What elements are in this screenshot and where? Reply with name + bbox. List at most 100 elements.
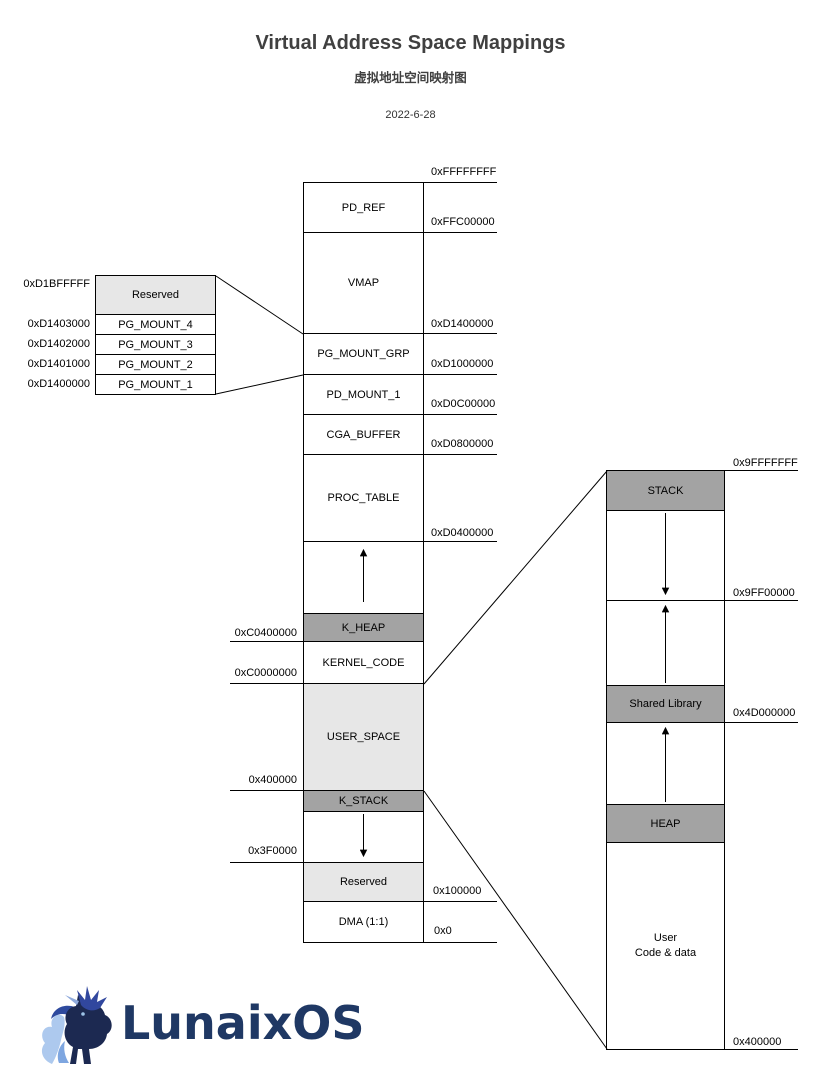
addr-0x400000-right: 0x400000: [733, 1036, 782, 1048]
tick-0xFFC00000: [424, 232, 497, 233]
addr-0xD0C00000: 0xD0C00000: [431, 398, 496, 410]
addr-0x400000-left: 0x400000: [248, 774, 297, 786]
pg-mount-detail-inset: Reserved PG_MOUNT_4 PG_MOUNT_3 PG_MOUNT_…: [95, 275, 216, 395]
tick-0xC0400000: [230, 641, 303, 642]
addr-0x9FF00000: 0x9FF00000: [733, 587, 795, 599]
diagram-subtitle: 虚拟地址空间映射图: [354, 71, 467, 85]
addr-0xD1000000: 0xD1000000: [431, 358, 494, 370]
addr-0xD1403000: 0xD1403000: [27, 318, 90, 330]
inset-pg-mount-4-label: PG_MOUNT_4: [118, 318, 193, 331]
inset-pg-mount-1-label: PG_MOUNT_1: [118, 378, 193, 391]
inset-stack-label: STACK: [647, 484, 684, 497]
inset-connector-right-top: [423, 470, 608, 685]
diagram-title: Virtual Address Space Mappings: [255, 32, 566, 54]
region-pd-mount-1: PD_MOUNT_1: [304, 375, 423, 415]
region-proc-table: PROC_TABLE: [304, 455, 423, 542]
region-k-stack-label: K_STACK: [338, 795, 389, 807]
tick-0x9FF00000: [725, 600, 798, 601]
tick-0xD1000000: [424, 374, 497, 375]
addr-0xC0400000: 0xC0400000: [234, 627, 297, 639]
inset-pg-mount-1: PG_MOUNT_1: [96, 375, 215, 394]
inset-heap-label: HEAP: [650, 817, 681, 830]
tick-0x9FFFFFFF: [725, 470, 798, 471]
region-k-heap-label: K_HEAP: [341, 621, 386, 634]
addr-0xD1400000-inset: 0xD1400000: [27, 378, 90, 390]
region-proc-table-label: PROC_TABLE: [327, 492, 400, 504]
region-reserved: Reserved: [304, 863, 423, 902]
addr-0x0: 0x0: [434, 925, 452, 937]
tick-0xD0C00000: [424, 414, 497, 415]
region-vmap: VMAP: [304, 233, 423, 334]
inset-shared-library: Shared Library: [607, 686, 724, 723]
tick-0x100000: [424, 901, 497, 902]
addr-0xD1402000: 0xD1402000: [27, 338, 90, 350]
tick-0x400000-left: [230, 790, 303, 791]
inset-reserved-label: Reserved: [131, 289, 180, 301]
region-k-stack: K_STACK: [304, 791, 423, 812]
inset-shared-library-label: Shared Library: [629, 698, 702, 710]
region-pd-mount-1-label: PD_MOUNT_1: [326, 388, 401, 401]
addr-0x4D000000: 0x4D000000: [733, 707, 796, 719]
region-pd-ref: PD_REF: [304, 183, 423, 233]
addr-0xD1BFFFFF: 0xD1BFFFFF: [23, 278, 90, 290]
tick-0xD0400000: [424, 541, 497, 542]
region-user-space-label: USER_SPACE: [326, 731, 401, 743]
inset-reserved: Reserved: [96, 276, 215, 315]
region-vmap-label: VMAP: [347, 277, 380, 289]
inset-connector-right-bottom: [423, 790, 608, 1050]
inset-pg-mount-3-label: PG_MOUNT_3: [118, 338, 193, 351]
region-reserved-label: Reserved: [339, 876, 388, 888]
addr-0xC0000000: 0xC0000000: [234, 667, 297, 679]
region-cga-buffer: CGA_BUFFER: [304, 415, 423, 455]
inset-heap: HEAP: [607, 805, 724, 843]
inset-mmap-growth-gap: [607, 601, 724, 686]
inset-pg-mount-3: PG_MOUNT_3: [96, 335, 215, 355]
lunaixos-logo-text: LunaixOS: [121, 996, 365, 1050]
inset-user-code: User Code & data: [607, 843, 724, 1049]
addr-0x100000: 0x100000: [433, 885, 482, 897]
inset-connector-left-top: [215, 275, 304, 335]
tick-0xC0000000: [230, 683, 303, 684]
inset-user-code-line2: Code & data: [634, 947, 697, 959]
user-space-detail-inset: STACK Shared Library HEAP User Code & da…: [606, 470, 725, 1050]
region-kstack-growth-gap: [304, 812, 423, 863]
inset-pg-mount-2-label: PG_MOUNT_2: [118, 358, 193, 371]
region-kernel-code: KERNEL_CODE: [304, 642, 423, 684]
inset-user-code-line1: User: [653, 932, 678, 944]
region-dma-label: DMA (1:1): [338, 916, 389, 928]
region-dma: DMA (1:1): [304, 902, 423, 942]
addr-0xD0400000: 0xD0400000: [431, 527, 494, 539]
tick-0x4D000000: [725, 722, 798, 723]
tick-0x3F0000: [230, 862, 303, 863]
tick-0x0: [424, 942, 497, 943]
region-pg-mount-grp: PG_MOUNT_GRP: [304, 334, 423, 375]
inset-user-code-label: User Code & data: [635, 931, 696, 961]
inset-connector-left-bottom: [215, 374, 304, 395]
tick-0xD0800000: [424, 454, 497, 455]
inset-stack: STACK: [607, 471, 724, 511]
main-address-column: PD_REF VMAP PG_MOUNT_GRP PD_MOUNT_1 CGA_…: [303, 182, 424, 943]
addr-0xFFFFFFFF: 0xFFFFFFFF: [431, 166, 497, 178]
addr-0x9FFFFFFF: 0x9FFFFFFF: [733, 457, 798, 469]
region-user-space: USER_SPACE: [304, 684, 423, 791]
addr-0xD0800000: 0xD0800000: [431, 438, 494, 450]
region-kernel-code-label: KERNEL_CODE: [322, 656, 405, 669]
addr-0xD1401000: 0xD1401000: [27, 358, 90, 370]
lunaixos-logo: [37, 984, 121, 1071]
region-kheap-growth-gap: [304, 542, 423, 614]
tick-0x400000-right: [725, 1049, 798, 1050]
region-k-heap: K_HEAP: [304, 614, 423, 642]
inset-stack-growth-gap: [607, 511, 724, 601]
tick-0xD1400000: [424, 333, 497, 334]
diagram-date: 2022-6-28: [385, 109, 436, 121]
addr-0x3F0000: 0x3F0000: [248, 845, 297, 857]
region-pd-ref-label: PD_REF: [341, 201, 386, 214]
inset-heap-growth-gap: [607, 723, 724, 805]
region-pg-mount-grp-label: PG_MOUNT_GRP: [317, 348, 410, 360]
lunaixos-mascot-icon: [41, 986, 112, 1064]
region-cga-buffer-label: CGA_BUFFER: [326, 428, 401, 441]
tick-0xFFFFFFFF: [424, 182, 497, 183]
addr-0xD1400000: 0xD1400000: [431, 318, 494, 330]
addr-0xFFC00000: 0xFFC00000: [431, 216, 495, 228]
